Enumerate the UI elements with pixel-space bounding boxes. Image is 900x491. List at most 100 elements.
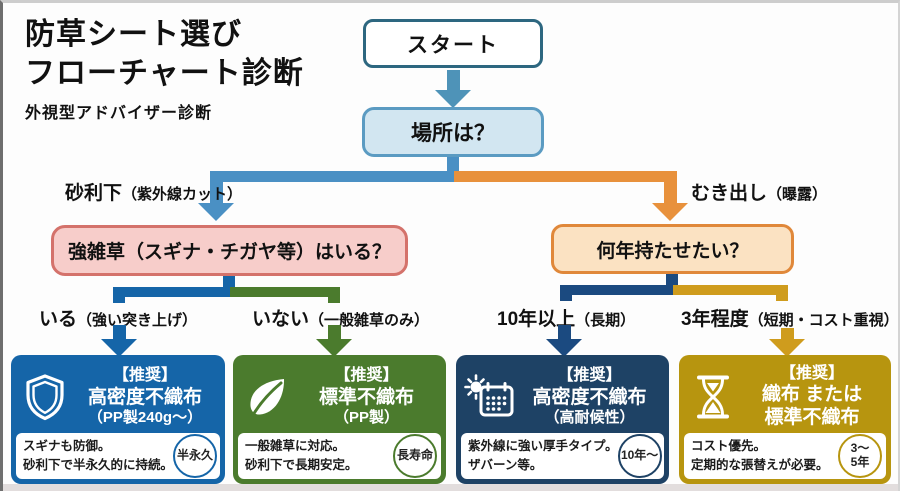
product-spec: （高耐候性） bbox=[544, 408, 635, 426]
answer-label-note: （長期） bbox=[575, 312, 636, 329]
connector-right-horizontal bbox=[454, 171, 671, 182]
arrow-head bbox=[769, 339, 805, 357]
sun-calendar-icon bbox=[463, 373, 517, 420]
card-title: 【推奨】 高密度不織布 （高耐候性） bbox=[517, 366, 662, 427]
product-spec: （PP製240g〜） bbox=[87, 408, 203, 426]
result-card-woven-or-standard: 【推奨】 織布 または 標準不織布 コスト優先。 定期的な張替えが必要。 3〜 … bbox=[679, 355, 891, 484]
arrow-head bbox=[316, 339, 352, 357]
connector-right-horizontal bbox=[673, 285, 788, 295]
arrow-down-icon bbox=[546, 325, 582, 357]
branch-label-main: 砂利下 bbox=[65, 183, 123, 204]
answer-label-main: いない bbox=[252, 309, 310, 330]
arrow-head bbox=[435, 90, 471, 108]
answer-label-note: （強い突き上げ） bbox=[77, 312, 198, 329]
arrow-head bbox=[546, 339, 582, 357]
answer-label-years-long: 10年以上（長期） bbox=[497, 304, 635, 331]
result-card-high-density-pp: 【推奨】 高密度不織布 （PP製240g〜） スギナも防御。 砂利下で半永久的に… bbox=[11, 355, 225, 484]
page-subtitle: 外視型アドバイザー診断 bbox=[25, 105, 213, 122]
connector-drop bbox=[113, 287, 125, 303]
connector-drop bbox=[560, 285, 572, 301]
weeds-question-node: 強雑草（スギナ・チガヤ等）はいる？ bbox=[51, 225, 408, 276]
product-name: 標準不織布 bbox=[318, 386, 414, 408]
connector-right-horizontal bbox=[230, 287, 340, 297]
years-question-node: 何年持たせたい？ bbox=[551, 224, 794, 274]
connector-left-horizontal bbox=[210, 171, 454, 182]
product-name-line-2: 標準不織布 bbox=[764, 407, 860, 429]
bottom-frame-strip bbox=[3, 484, 898, 491]
arrow-head bbox=[652, 203, 688, 221]
card-description: スギナも防御。 砂利下で半永久的に持続。 bbox=[23, 437, 173, 475]
arrow-down-icon bbox=[769, 328, 805, 357]
arrow-head bbox=[198, 203, 234, 221]
arrow-down-icon bbox=[101, 325, 137, 357]
branch-label-gravel: 砂利下（紫外線カット） bbox=[65, 178, 242, 205]
connector-drop bbox=[328, 287, 340, 303]
desc-line: 砂利下で長期安定。 bbox=[245, 458, 358, 472]
product-name: 高密度不織布 bbox=[532, 386, 647, 408]
connector-left-horizontal bbox=[560, 285, 673, 295]
shield-icon bbox=[18, 373, 72, 421]
duration-badge: 長寿命 bbox=[393, 434, 437, 478]
answer-label-weeds-yes: いる（強い突き上げ） bbox=[39, 304, 197, 331]
arrow-shaft bbox=[557, 325, 571, 339]
recommend-tag: 【推奨】 bbox=[112, 367, 177, 384]
duration-badge: 3〜 5年 bbox=[838, 434, 882, 478]
card-body: スギナも防御。 砂利下で半永久的に持続。 半永久 bbox=[16, 433, 220, 479]
card-title: 【推奨】 織布 または 標準不織布 bbox=[740, 364, 884, 430]
start-node: スタート bbox=[363, 19, 543, 68]
card-body: 紫外線に強い厚手タイプ。 ザバーン等。 10年〜 bbox=[461, 433, 664, 479]
arrow-shaft bbox=[327, 325, 341, 339]
arrow-down-icon bbox=[316, 325, 352, 357]
product-name: 織布 または bbox=[761, 384, 863, 406]
answer-label-weeds-no: いない（一般雑草のみ） bbox=[252, 304, 429, 331]
answer-label-main: 10年以上 bbox=[497, 309, 576, 330]
card-header: 【推奨】 標準不織布 （PP製） bbox=[238, 360, 441, 433]
answer-label-main: 3年程度 bbox=[681, 309, 749, 330]
card-body: コスト優先。 定期的な張替えが必要。 3〜 5年 bbox=[684, 433, 886, 479]
duration-badge: 10年〜 bbox=[617, 434, 662, 478]
result-card-standard-pp: 【推奨】 標準不織布 （PP製） 一般雑草に対応。 砂利下で長期安定。 長寿命 bbox=[233, 355, 446, 484]
desc-line: 定期的な張替えが必要。 bbox=[691, 458, 829, 472]
page-title: 防草シート選び フローチャート診断 外視型アドバイザー診断 bbox=[25, 15, 304, 123]
arrow-shaft bbox=[446, 70, 460, 90]
connector-drop bbox=[776, 285, 788, 301]
answer-label-main: いる bbox=[39, 309, 78, 330]
arrow-head bbox=[101, 339, 137, 357]
card-header: 【推奨】 織布 または 標準不織布 bbox=[684, 360, 886, 433]
branch-label-main: むき出し bbox=[691, 183, 768, 204]
desc-line: ザバーン等。 bbox=[468, 458, 543, 472]
card-header: 【推奨】 高密度不織布 （高耐候性） bbox=[461, 360, 664, 433]
card-description: コスト優先。 定期的な張替えが必要。 bbox=[691, 437, 838, 475]
connector-left-horizontal bbox=[113, 287, 230, 297]
card-header: 【推奨】 高密度不織布 （PP製240g〜） bbox=[16, 360, 220, 433]
card-title: 【推奨】 標準不織布 （PP製） bbox=[294, 366, 439, 427]
product-name: 高密度不織布 bbox=[87, 386, 202, 408]
desc-line: コスト優先。 bbox=[691, 439, 767, 454]
hourglass-icon bbox=[686, 373, 740, 421]
branch-label-note: （曝露） bbox=[767, 186, 828, 203]
desc-line: 紫外線に強い厚手タイプ。 bbox=[468, 439, 618, 454]
desc-line: 砂利下で半永久的に持続。 bbox=[23, 458, 174, 472]
branch-label-note: （紫外線カット） bbox=[122, 186, 243, 203]
arrow-down-icon bbox=[652, 171, 688, 221]
card-description: 一般雑草に対応。 砂利下で長期安定。 bbox=[245, 437, 393, 475]
badge-text: 3〜 bbox=[850, 441, 870, 456]
connector-stub bbox=[666, 274, 678, 286]
answer-label-years-short: 3年程度（短期・コスト重視） bbox=[681, 304, 899, 331]
arrow-shaft bbox=[112, 325, 126, 339]
duration-badge: 半永久 bbox=[173, 434, 218, 478]
recommend-tag: 【推奨】 bbox=[557, 367, 622, 384]
arrow-down-icon bbox=[198, 171, 234, 221]
badge-text: 長寿命 bbox=[396, 448, 433, 463]
leaf-icon bbox=[240, 373, 294, 421]
product-spec: （PP製） bbox=[333, 408, 399, 426]
connector-stub bbox=[223, 276, 235, 288]
arrow-down-icon bbox=[435, 70, 471, 108]
desc-line: スギナも防御。 bbox=[23, 439, 111, 454]
location-question-node: 場所は？ bbox=[362, 107, 544, 157]
badge-text: 半永久 bbox=[177, 448, 214, 463]
recommend-tag: 【推奨】 bbox=[334, 367, 399, 384]
arrow-shaft bbox=[663, 171, 677, 203]
answer-label-note: （短期・コスト重視） bbox=[748, 312, 899, 329]
